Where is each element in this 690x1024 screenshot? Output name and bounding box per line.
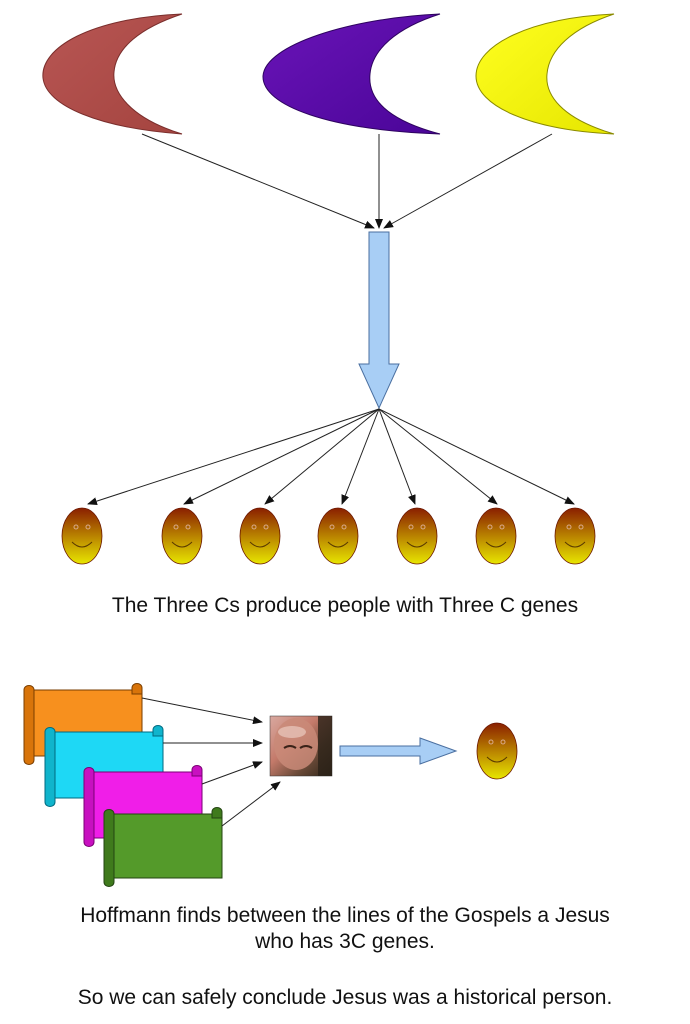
faces-row <box>61 507 596 565</box>
face-icon <box>317 507 359 565</box>
jesus-face-icon <box>476 722 518 780</box>
scroll-green-icon <box>103 807 223 887</box>
face-icon <box>161 507 203 565</box>
caption-hoffmann-line1: Hoffmann finds between the lines of the … <box>80 904 610 927</box>
moon-purple-icon <box>262 13 441 135</box>
moon-yellow-icon <box>475 13 615 135</box>
face-icon <box>61 507 103 565</box>
scroll-connector-lines <box>141 697 281 827</box>
hoffmann-photo <box>269 715 333 777</box>
caption-hoffmann: Hoffmann finds between the lines of the … <box>0 903 690 955</box>
fan-out-lines <box>87 408 575 506</box>
moon-connector-lines <box>141 133 553 229</box>
right-block-arrow <box>339 737 458 765</box>
face-icon <box>239 507 281 565</box>
face-icon <box>396 507 438 565</box>
face-icon <box>475 507 517 565</box>
moon-red-icon <box>42 13 183 135</box>
down-block-arrow <box>358 231 400 410</box>
caption-three-cs: The Three Cs produce people with Three C… <box>111 594 579 617</box>
caption-conclusion: So we can safely conclude Jesus was a hi… <box>77 986 613 1009</box>
caption-hoffmann-line2: who has 3C genes. <box>255 930 435 953</box>
face-icon <box>554 507 596 565</box>
